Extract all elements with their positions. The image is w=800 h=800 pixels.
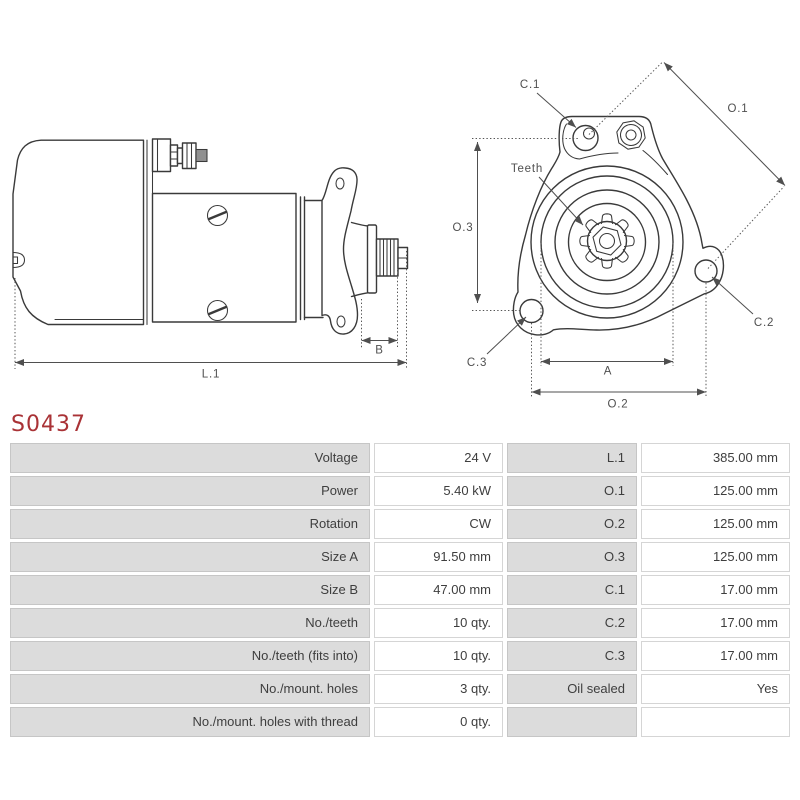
mounting-hole-c2 xyxy=(694,259,718,283)
spec-value: 5.40 kW xyxy=(374,476,503,506)
table-row: No./teeth 10 qty. C.2 17.00 mm xyxy=(10,608,790,638)
table-row: No./teeth (fits into) 10 qty. C.3 17.00 … xyxy=(10,641,790,671)
dim-label: C.2 xyxy=(507,608,637,638)
spec-label: Rotation xyxy=(10,509,370,539)
flange-ear-hole xyxy=(335,177,345,190)
table-row: Voltage 24 V L.1 385.00 mm xyxy=(10,443,790,473)
housing-boss-circle xyxy=(530,165,684,319)
dim-label-o2: O.2 xyxy=(608,399,629,411)
dim-label-o1: O.1 xyxy=(728,103,749,115)
dimension-o1: O.1 xyxy=(588,61,786,269)
dim-label-a: A xyxy=(604,366,612,378)
table-row: Size B 47.00 mm C.1 17.00 mm xyxy=(10,575,790,605)
dim-label: C.3 xyxy=(507,641,637,671)
mounting-hole-c1-bore xyxy=(582,127,596,140)
callout-teeth: Teeth xyxy=(511,163,584,226)
dim-value: 17.00 mm xyxy=(641,608,790,638)
spec-label: No./mount. holes xyxy=(10,674,370,704)
dim-value: 385.00 mm xyxy=(641,443,790,473)
dim-value: 17.00 mm xyxy=(641,641,790,671)
dim-value: 125.00 mm xyxy=(641,509,790,539)
dim-label-o3: O.3 xyxy=(453,222,474,234)
spec-value: 10 qty. xyxy=(374,641,503,671)
mounting-flange-side xyxy=(321,167,359,335)
dim-value: 125.00 mm xyxy=(641,476,790,506)
dim-value xyxy=(641,707,790,737)
dim-label-teeth: Teeth xyxy=(511,163,543,175)
dim-label: O.1 xyxy=(507,476,637,506)
dim-label: O.2 xyxy=(507,509,637,539)
dim-label: O.3 xyxy=(507,542,637,572)
dim-label: Oil sealed xyxy=(507,674,637,704)
spec-label: No./teeth (fits into) xyxy=(10,641,370,671)
shaft-hex xyxy=(592,226,622,256)
spec-label: No./teeth xyxy=(10,608,370,638)
spec-value: 24 V xyxy=(374,443,503,473)
dim-value: Yes xyxy=(641,674,790,704)
housing-boss-circle xyxy=(554,189,660,295)
dim-label-l1: L.1 xyxy=(202,369,220,381)
dim-label-b: B xyxy=(375,345,383,357)
dim-value: 125.00 mm xyxy=(641,542,790,572)
spec-label: Power xyxy=(10,476,370,506)
table-row: No./mount. holes 3 qty. Oil sealed Yes xyxy=(10,674,790,704)
stud-tip xyxy=(195,148,208,163)
dim-value: 17.00 mm xyxy=(641,575,790,605)
dimension-c1: C.1 xyxy=(520,79,577,128)
dim-label: C.1 xyxy=(507,575,637,605)
table-row: Power 5.40 kW O.1 125.00 mm xyxy=(10,476,790,506)
spec-value: 47.00 mm xyxy=(374,575,503,605)
dimension-o2: O.2 xyxy=(531,283,707,411)
table-row: No./mount. holes with thread 0 qty. xyxy=(10,707,790,737)
dim-label-c2: C.2 xyxy=(754,317,774,329)
pinion-gear xyxy=(579,213,635,269)
spec-label: Voltage xyxy=(10,443,370,473)
nose-cone xyxy=(350,292,369,298)
technical-drawings: B L.1 xyxy=(12,61,786,411)
spec-label: Size B xyxy=(10,575,370,605)
shaft-bore xyxy=(598,232,616,250)
table-row: Rotation CW O.2 125.00 mm xyxy=(10,509,790,539)
product-code: S0437 xyxy=(11,412,86,437)
dimension-a: A xyxy=(540,243,674,378)
spec-value: 91.50 mm xyxy=(374,542,503,572)
nose-cone xyxy=(350,221,369,227)
front-view-drawing: C.1 O.1 Teeth O.3 xyxy=(453,61,786,411)
spec-value: 0 qty. xyxy=(374,707,503,737)
flange-ear-hole xyxy=(336,315,346,328)
dimension-b: B xyxy=(361,270,398,357)
body-screws xyxy=(206,204,229,322)
spec-value: CW xyxy=(374,509,503,539)
dimension-l1: L.1 xyxy=(14,251,407,381)
dimension-c3: C.3 xyxy=(467,316,527,369)
spec-value: 3 qty. xyxy=(374,674,503,704)
pinion-shaft xyxy=(375,238,409,277)
motor-body xyxy=(151,192,297,323)
table-row: Size A 91.50 mm O.3 125.00 mm xyxy=(10,542,790,572)
spec-table: Voltage 24 V L.1 385.00 mm Power 5.40 kW… xyxy=(10,443,790,740)
dim-label-c1: C.1 xyxy=(520,79,540,91)
dim-label-c3: C.3 xyxy=(467,357,487,369)
dimension-o3: O.3 xyxy=(453,138,578,311)
end-cap-nub xyxy=(12,251,26,269)
terminal-studs xyxy=(151,138,208,173)
dim-label xyxy=(507,707,637,737)
housing-boss-circle xyxy=(540,175,674,309)
mounting-boss-top-right xyxy=(616,120,646,150)
spec-value: 10 qty. xyxy=(374,608,503,638)
dimension-c2: C.2 xyxy=(711,276,774,329)
spec-label: No./mount. holes with thread xyxy=(10,707,370,737)
spec-label: Size A xyxy=(10,542,370,572)
side-view-drawing: B L.1 xyxy=(12,138,409,381)
nose-band xyxy=(366,224,378,294)
motor-end-cap xyxy=(12,139,145,326)
dim-label: L.1 xyxy=(507,443,637,473)
housing-boss-circle xyxy=(567,202,647,282)
